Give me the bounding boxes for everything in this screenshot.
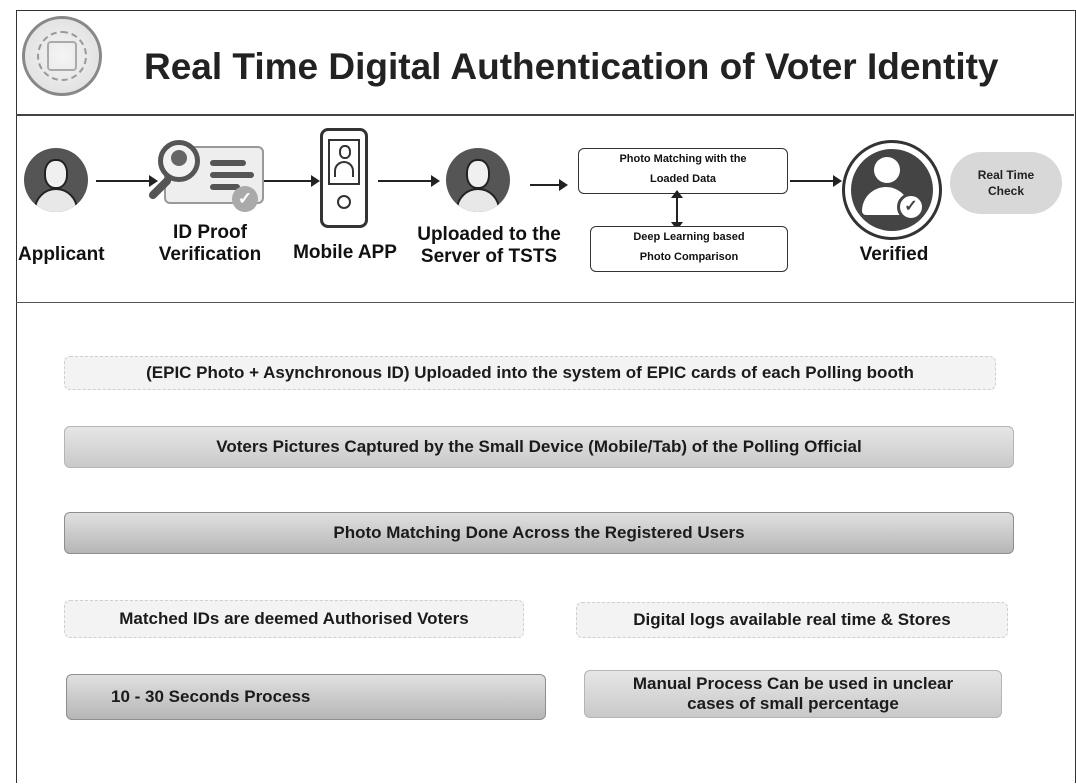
photo-matching-bar: Photo Matching Done Across the Registere…	[64, 512, 1014, 554]
applicant-label: Applicant	[18, 244, 105, 265]
page-title: Real Time Digital Authentication of Vote…	[144, 46, 999, 87]
mobile-app-label: Mobile APP	[293, 242, 397, 263]
header	[16, 10, 1074, 116]
mobile-phone-icon	[320, 128, 368, 228]
voters-captured-bar: Voters Pictures Captured by the Small De…	[64, 426, 1014, 468]
verified-label: Verified	[859, 244, 929, 265]
arrow-icon	[790, 175, 842, 187]
arrow-icon	[530, 179, 568, 191]
digital-logs-bar: Digital logs available real time & Store…	[576, 602, 1008, 638]
epic-upload-bar: (EPIC Photo + Asynchronous ID) Uploaded …	[64, 356, 996, 390]
arrow-icon	[96, 175, 158, 187]
matched-ids-bar: Matched IDs are deemed Authorised Voters	[64, 600, 524, 638]
arrow-icon	[378, 175, 440, 187]
uploaded-person-icon	[446, 148, 510, 212]
seconds-process-bar: 10 - 30 Seconds Process	[66, 674, 546, 720]
magnifier-icon	[158, 140, 200, 182]
emblem-logo	[22, 16, 102, 96]
arrow-icon	[264, 175, 320, 187]
verified-user-icon: ✓	[842, 140, 942, 240]
flow-row	[16, 114, 1074, 303]
bidirectional-arrow-icon	[671, 190, 683, 230]
checkmark-icon: ✓	[232, 186, 258, 212]
applicant-person-icon	[24, 148, 88, 212]
